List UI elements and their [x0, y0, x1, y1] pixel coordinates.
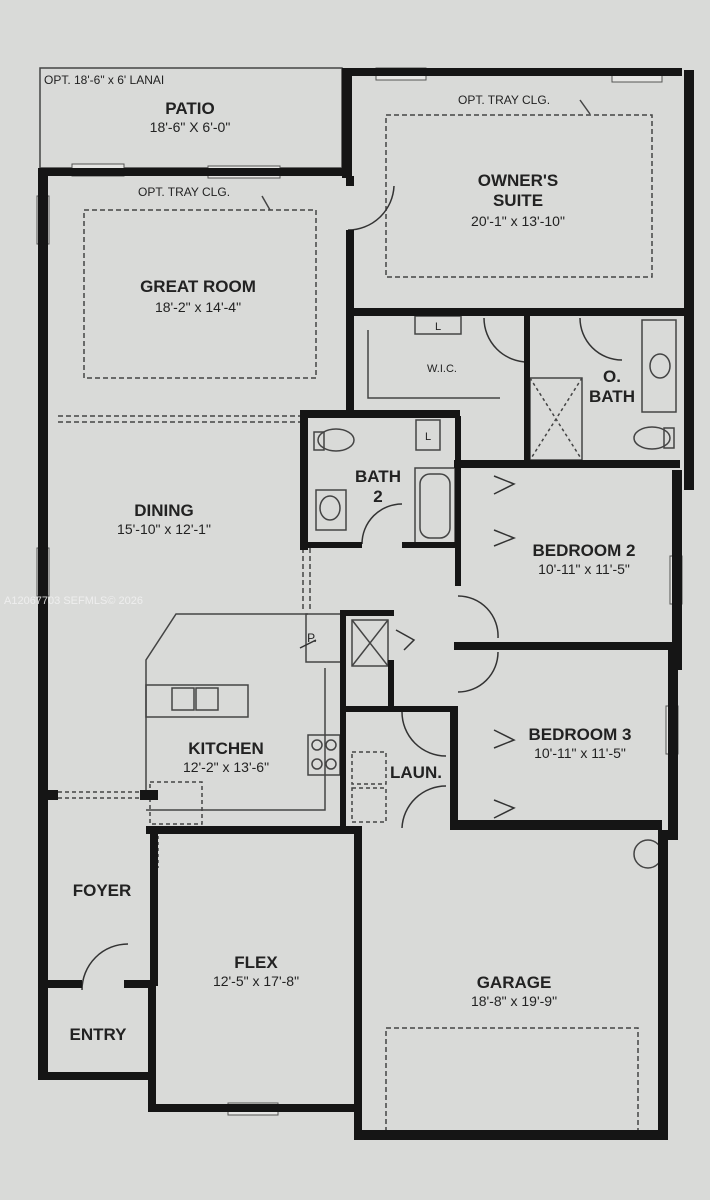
burner [311, 739, 323, 751]
dining-name: DINING [134, 501, 194, 520]
flex-dims: 12'-5" x 17'-8" [213, 973, 299, 989]
owners-tray-label: OPT. TRAY CLG. [458, 93, 550, 107]
walls [38, 68, 694, 1140]
great-room-dims: 18'-2" x 14'-4" [155, 299, 241, 315]
tray-pointer [579, 99, 591, 115]
bedroom3-closet-door [493, 729, 516, 749]
door-bedroom3 [457, 651, 499, 693]
door-bath2 [361, 503, 403, 545]
watermark: A12067703 SEFMLS© 2026 [4, 595, 143, 607]
garage-name: GARAGE [477, 973, 552, 992]
patio-name: PATIO [165, 99, 214, 118]
burner [325, 739, 337, 751]
linen-closet [351, 619, 389, 667]
patio-dims: 18'-6" X 6'-0" [150, 119, 231, 135]
foyer-name: FOYER [73, 881, 132, 900]
burner [311, 758, 323, 770]
laundry-name: LAUN. [390, 763, 442, 782]
dryer [351, 787, 387, 823]
bedroom2-name: BEDROOM 2 [533, 541, 636, 560]
door-bedroom2 [457, 595, 499, 639]
garage-dims: 18'-8" x 19'-9" [471, 993, 557, 1009]
flex-name: FLEX [234, 953, 278, 972]
dining-dims: 15'-10" x 12'-1" [117, 521, 211, 537]
lanai-label: OPT. 18'-6" x 6' LANAI [44, 73, 164, 87]
toilet-obath [633, 426, 671, 450]
washer [351, 751, 387, 785]
owners-suite-name-2: SUITE [493, 191, 543, 210]
burner [325, 758, 337, 770]
fridge-space [149, 781, 203, 825]
owners-suite-dims: 20'-1" x 13'-10" [471, 213, 565, 229]
door-swings [81, 185, 623, 991]
kitchen-name: KITCHEN [188, 739, 264, 758]
kitchen-sink-counter [145, 684, 249, 718]
door-linen [395, 629, 416, 651]
bath2-closet-tag: L [425, 431, 431, 443]
vanity-obath [641, 319, 677, 413]
bath2-name-2: 2 [373, 487, 382, 506]
bedroom3-closet-door-2 [493, 799, 516, 819]
bath2-name-1: BATH [355, 467, 401, 486]
kitchen-sink-right [195, 687, 219, 711]
vanity-bath2 [315, 489, 347, 531]
labels: OPT. 18'-6" x 6' LANAI PATIO 18'-6" X 6'… [4, 73, 635, 1044]
wic-name: W.I.C. [427, 363, 457, 375]
garage-door [385, 1027, 639, 1137]
owners-tray [385, 114, 653, 278]
door-laundry-2 [401, 785, 447, 829]
tray-pointer [261, 195, 271, 211]
bedroom3-name: BEDROOM 3 [529, 725, 632, 744]
interior-lines [39, 67, 677, 1137]
toilet-bath2 [317, 428, 355, 452]
wic-closet-tag: L [435, 321, 441, 333]
door-entry [81, 943, 129, 991]
kitchen-dims: 12'-2" x 13'-6" [183, 759, 269, 775]
kitchen-back-counter [146, 668, 326, 811]
bedroom2-closet-door [493, 475, 516, 495]
owners-suite-name-1: OWNER'S [478, 171, 559, 190]
obath-name-2: BATH [589, 387, 635, 406]
bedroom2-closet-door-2 [493, 529, 517, 547]
pantry-name: P. [307, 631, 317, 645]
door-wic [483, 317, 529, 363]
entry-name: ENTRY [70, 1025, 128, 1044]
kitchen-sink-left [171, 687, 195, 711]
wic-shelf [367, 330, 500, 399]
obath-name-1: O. [603, 367, 621, 386]
great-room-tray-label: OPT. TRAY CLG. [138, 185, 230, 199]
great-room-tray [83, 209, 317, 379]
bedroom2-dims: 10'-11" x 11'-5" [538, 561, 630, 577]
door-owners [347, 185, 395, 231]
door-obath [579, 317, 623, 361]
door-laundry [401, 711, 447, 757]
kitchen-counter [145, 613, 308, 795]
great-room-name: GREAT ROOM [140, 277, 256, 296]
door-pantry [299, 639, 317, 649]
bedroom3-dims: 10'-11" x 11'-5" [534, 745, 626, 761]
